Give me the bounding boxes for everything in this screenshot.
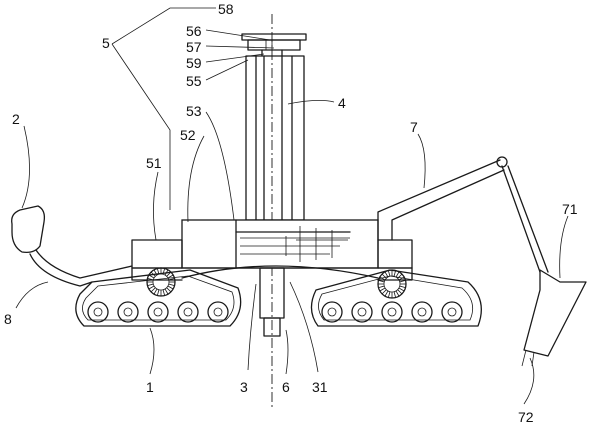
label-6: 6	[282, 379, 290, 395]
label-59: 59	[186, 55, 202, 71]
label-8: 8	[4, 311, 12, 327]
right-sprocket	[378, 270, 406, 298]
right-crawler-track	[310, 269, 482, 327]
left-sprocket	[147, 268, 175, 296]
label-55: 55	[186, 73, 202, 89]
bucket	[521, 269, 587, 367]
left-hose	[11, 205, 133, 287]
label-58: 58	[218, 1, 234, 17]
label-3: 3	[240, 379, 248, 395]
label-51: 51	[146, 155, 162, 171]
label-72: 72	[518, 409, 534, 425]
left-crawler-track	[75, 267, 242, 327]
right-arm	[377, 156, 549, 273]
label-1: 1	[146, 379, 154, 395]
label-7: 7	[410, 119, 418, 135]
label-31: 31	[312, 379, 328, 395]
label-52: 52	[180, 127, 196, 143]
label-2: 2	[12, 111, 20, 127]
leader-lines	[15, 7, 569, 405]
label-56: 56	[186, 23, 202, 39]
label-4: 4	[338, 95, 346, 111]
label-5: 5	[102, 35, 110, 51]
label-53: 53	[186, 103, 202, 119]
lifting-column	[241, 33, 307, 221]
label-71: 71	[562, 201, 578, 217]
label-57: 57	[186, 39, 202, 55]
drill-pipe	[259, 267, 285, 337]
body-block	[131, 219, 413, 269]
